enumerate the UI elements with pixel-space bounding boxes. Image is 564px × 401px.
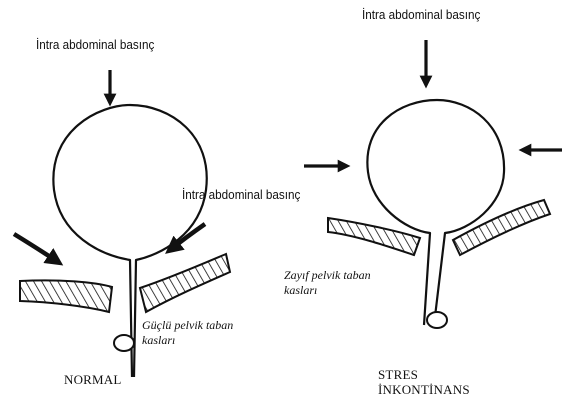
normal-pressure-label-side: İntra abdominal basınç	[182, 187, 300, 203]
stress-caption-line2: İNKONTİNANS	[378, 382, 470, 398]
stress-muscle-label-line1: Zayıf pelvik taban	[284, 268, 371, 282]
stress-panel	[304, 40, 562, 328]
normal-caption: NORMAL	[64, 372, 122, 388]
normal-arrow-left-curved	[14, 234, 58, 262]
normal-pressure-label-top: İntra abdominal basınç	[36, 37, 154, 53]
stress-caption-line1: STRES	[378, 367, 418, 383]
normal-muscle-label-line2: kasları	[142, 333, 175, 347]
stress-bladder	[367, 100, 504, 325]
normal-urethra-bulb	[114, 335, 134, 351]
stress-muscle-label-line2: kasları	[284, 283, 317, 297]
stress-pressure-label-top: İntra abdominal basınç	[362, 7, 480, 23]
normal-muscle-right	[140, 254, 230, 312]
stress-urethra-bulb	[427, 312, 447, 328]
normal-muscle-left	[20, 280, 112, 312]
normal-muscle-label-line1: Güçlü pelvik taban	[142, 318, 233, 332]
